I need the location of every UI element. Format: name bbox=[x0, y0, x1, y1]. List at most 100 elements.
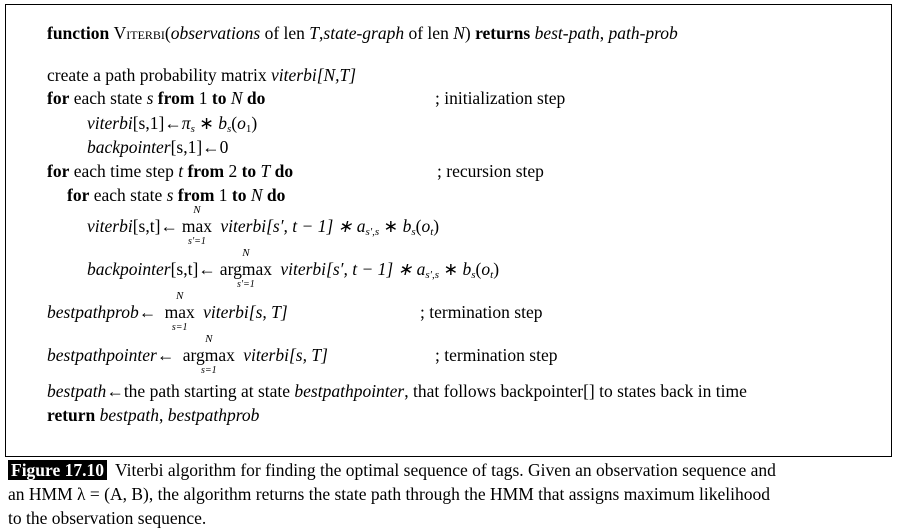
text: ) bbox=[433, 216, 440, 236]
var: N bbox=[230, 88, 243, 108]
keyword: from bbox=[157, 88, 195, 108]
function-name: Viterbi bbox=[113, 23, 165, 43]
sub: t bbox=[430, 226, 434, 238]
text: ( bbox=[231, 113, 238, 133]
text: each time step bbox=[69, 161, 179, 181]
text: of len bbox=[404, 23, 454, 43]
var: N bbox=[250, 185, 263, 205]
keyword: from bbox=[177, 185, 215, 205]
text: ←the path starting at state bbox=[106, 381, 295, 401]
caption-line-3: to the observation sequence. bbox=[8, 508, 207, 528]
var: viterbi[N,T] bbox=[271, 65, 357, 85]
keyword: do bbox=[274, 161, 294, 181]
lower: s=1 bbox=[171, 322, 188, 333]
keyword: to bbox=[241, 161, 257, 181]
text: [s,t]← bbox=[132, 216, 178, 236]
arg: observations bbox=[170, 23, 261, 43]
line-init-backpointer: backpointer[s,1]←0 bbox=[87, 137, 228, 157]
var: bestpath bbox=[99, 405, 159, 425]
text: ∗ bbox=[379, 216, 403, 236]
function-signature: function Viterbi(observations of len T,s… bbox=[47, 23, 678, 43]
arrow: ← bbox=[156, 345, 175, 365]
keyword: for bbox=[47, 161, 70, 181]
sub: s bbox=[190, 123, 195, 135]
keyword: to bbox=[231, 185, 247, 205]
sub: s′,s bbox=[425, 269, 440, 281]
line-for-init: for each state s from 1 to N do bbox=[47, 88, 265, 108]
var: viterbi bbox=[87, 216, 133, 236]
lower: s′=1 bbox=[188, 236, 206, 247]
text: ( bbox=[475, 259, 482, 279]
var: o bbox=[237, 113, 246, 133]
var: viterbi bbox=[280, 259, 327, 279]
var: backpointer bbox=[87, 259, 171, 279]
var: o bbox=[481, 259, 491, 279]
op: argmax bbox=[219, 259, 272, 279]
var: b bbox=[462, 259, 472, 279]
text: , bbox=[158, 405, 168, 425]
sub: s bbox=[227, 123, 232, 135]
var: bestpathpointer bbox=[294, 381, 405, 401]
keyword: for bbox=[67, 185, 90, 205]
text: each state bbox=[89, 185, 167, 205]
text: [s, T] bbox=[288, 345, 328, 365]
var: a bbox=[416, 259, 426, 279]
var: T bbox=[309, 23, 320, 43]
text: ) bbox=[251, 113, 258, 133]
ret: best-path bbox=[534, 23, 600, 43]
keyword: function bbox=[47, 23, 110, 43]
text: , bbox=[319, 23, 324, 43]
text: [s,1]←0 bbox=[170, 137, 229, 157]
comment-termination: ; termination step bbox=[420, 302, 543, 322]
keyword: do bbox=[246, 88, 266, 108]
lower: s=1 bbox=[201, 365, 217, 376]
text: of len bbox=[260, 23, 310, 43]
keyword: return bbox=[47, 405, 96, 425]
text: ∗ bbox=[194, 113, 219, 133]
text: 1 bbox=[194, 88, 212, 108]
line-bestpath: bestpath←the path starting at state best… bbox=[47, 381, 747, 401]
sub: s bbox=[411, 226, 416, 238]
line-init-viterbi: viterbi[s,1]←πs ∗ bs(o1) bbox=[87, 113, 258, 135]
var: backpointer bbox=[87, 137, 171, 157]
line-return: return bestpath, bestpathprob bbox=[47, 405, 259, 425]
arg: state-graph bbox=[323, 23, 405, 43]
text: , that follows backpointer[] to states b… bbox=[404, 381, 747, 401]
comment-recursion: ; recursion step bbox=[437, 161, 544, 181]
var: viterbi bbox=[203, 302, 249, 322]
ret: path-prob bbox=[608, 23, 678, 43]
var: bestpathpointer bbox=[47, 345, 157, 365]
text: 2 bbox=[224, 161, 242, 181]
keyword: for bbox=[47, 88, 70, 108]
arrow: ← bbox=[138, 302, 157, 322]
op: argmax bbox=[182, 345, 235, 365]
var: bestpathprob bbox=[47, 302, 139, 322]
var: bestpathprob bbox=[167, 405, 260, 425]
line-create: create a path probability matrix viterbi… bbox=[47, 65, 356, 85]
var: viterbi bbox=[87, 113, 133, 133]
var: π bbox=[181, 113, 191, 133]
text: ) bbox=[493, 259, 500, 279]
upper: N bbox=[175, 290, 184, 302]
sub: t bbox=[490, 269, 494, 281]
text: each state bbox=[69, 88, 147, 108]
sub: s bbox=[471, 269, 476, 281]
text: [s,t]← bbox=[170, 259, 216, 279]
text: [s′, t − 1] ∗ bbox=[326, 259, 417, 279]
sub: 1 bbox=[245, 123, 252, 135]
caption-line-2: an HMM λ = (A, B), the algorithm returns… bbox=[8, 484, 771, 504]
var: b bbox=[402, 216, 412, 236]
upper: N bbox=[205, 333, 213, 345]
keyword: returns bbox=[475, 23, 531, 43]
upper: N bbox=[193, 204, 201, 216]
text: , bbox=[599, 23, 609, 43]
line-for-state: for each state s from 1 to N do bbox=[67, 185, 285, 205]
var: bestpath bbox=[47, 381, 107, 401]
var: o bbox=[421, 216, 431, 236]
